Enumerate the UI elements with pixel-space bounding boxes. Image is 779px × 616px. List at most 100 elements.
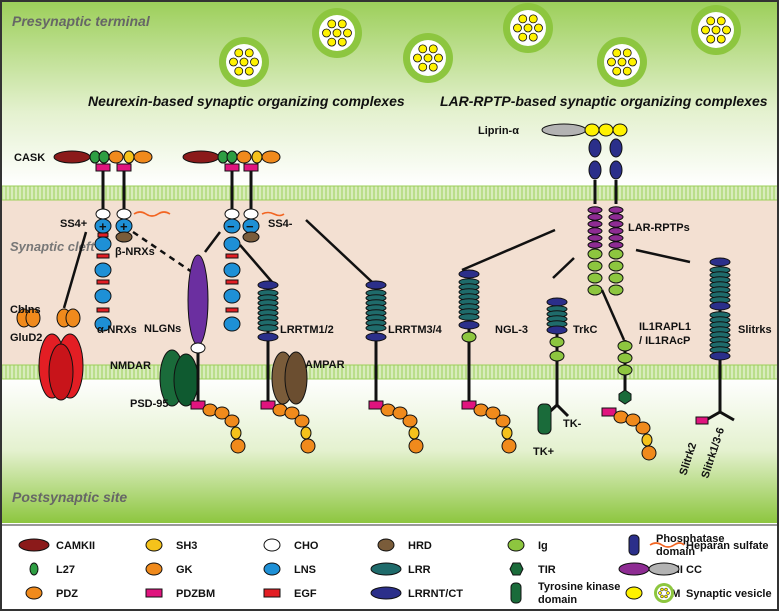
connector-line xyxy=(239,244,273,283)
phosphatase-domain xyxy=(588,138,602,158)
legend-swatch xyxy=(664,594,668,599)
cho-domain xyxy=(190,342,206,354)
l27-domain xyxy=(98,150,110,164)
legend-swatch xyxy=(145,562,163,576)
sam-domain xyxy=(598,123,614,137)
legend-item: PDZ xyxy=(25,586,78,600)
l27-domain xyxy=(226,150,238,164)
egf-domain xyxy=(225,279,239,285)
vesicle-dot xyxy=(628,57,637,67)
vesicle-dot xyxy=(413,53,422,63)
lrrct-domain xyxy=(709,351,731,361)
lrrtm12-label: LRRTM1/2 xyxy=(280,324,334,336)
vesicle-dot xyxy=(434,53,443,63)
pdz-domain xyxy=(284,406,300,420)
legend-item: Ig xyxy=(507,538,548,552)
fn3-domain xyxy=(608,241,624,249)
pdz-domain xyxy=(214,406,230,420)
vesicle-dot xyxy=(343,28,352,38)
connector-line xyxy=(552,257,575,279)
cblns-label: Cblns xyxy=(10,304,41,316)
vesicle-dot xyxy=(523,23,533,33)
lns-domain xyxy=(223,236,241,252)
sh3-domain xyxy=(123,150,135,164)
ig-domain xyxy=(587,260,603,272)
minus-sign: − xyxy=(227,219,235,234)
ampar-label: AMPAR xyxy=(305,359,345,371)
fn3-domain xyxy=(608,220,624,228)
legend-item: TIR xyxy=(509,562,556,576)
vesicle-dot xyxy=(428,62,438,72)
egf-domain xyxy=(225,307,239,313)
ig-domain xyxy=(587,248,603,260)
vesicle-dot xyxy=(234,48,244,58)
vesicle-dot xyxy=(423,53,433,63)
lns-domain xyxy=(94,288,112,304)
sam-domain xyxy=(584,123,600,137)
legend-item: CHO xyxy=(263,538,319,552)
vesicle-dot xyxy=(706,16,716,26)
plus-sign: + xyxy=(120,219,128,234)
vesicle-dot xyxy=(322,28,331,38)
pdz-domain xyxy=(635,421,651,435)
gk-domain xyxy=(261,150,281,164)
legend-swatch xyxy=(25,586,43,600)
vesicle-dot xyxy=(337,37,347,47)
vesicle-dot xyxy=(327,37,337,47)
lns-domain xyxy=(223,262,241,278)
lrr-domain xyxy=(458,313,480,321)
legend-label: HRD xyxy=(408,540,432,552)
fn3-domain xyxy=(608,234,624,242)
fn3-domain xyxy=(608,213,624,221)
vesicle-dot xyxy=(234,66,244,76)
gk-domain xyxy=(641,445,657,461)
sh3-domain xyxy=(230,426,242,440)
lrrct-domain xyxy=(546,325,568,335)
sh3-domain xyxy=(408,426,420,440)
cho-domain xyxy=(116,208,132,220)
camkii xyxy=(182,150,220,164)
egf-domain xyxy=(225,253,239,259)
connector-line xyxy=(635,248,691,264)
tir-domain xyxy=(618,389,632,405)
legend-swatch xyxy=(18,538,50,552)
pdz-domain xyxy=(294,414,310,428)
vesicles xyxy=(219,3,741,87)
nlgns-label: NLGNs xyxy=(144,323,181,335)
vesicle-dot xyxy=(711,25,721,35)
legend-swatch xyxy=(510,582,522,604)
pdz-domain xyxy=(108,150,124,164)
ss4minus-label: SS4- xyxy=(268,218,293,230)
pdzbm xyxy=(190,400,206,410)
vesicle-dot xyxy=(327,19,337,29)
legend-item: GK xyxy=(145,562,193,576)
ig-domain xyxy=(617,352,633,364)
sh3-domain xyxy=(501,426,513,440)
vesicle-dot xyxy=(332,28,342,38)
molecules: ++−− xyxy=(16,123,735,461)
vesicle-dot xyxy=(244,66,254,76)
legend-swatch xyxy=(263,538,281,552)
sam-domain xyxy=(612,123,628,137)
camkii xyxy=(53,150,91,164)
fn3-domain xyxy=(587,220,603,228)
legend-swatch xyxy=(509,562,524,576)
vesicle-dot xyxy=(701,25,710,35)
legend-label: LRR xyxy=(408,564,431,576)
pdzbm xyxy=(95,163,111,172)
connector-line xyxy=(132,230,193,274)
nmdar-subunit xyxy=(173,353,199,407)
lrr-domain xyxy=(257,324,279,332)
pdz-domain xyxy=(224,414,240,428)
pdzbm xyxy=(368,400,384,410)
legend-swatch xyxy=(507,538,525,552)
phosphatase-domain xyxy=(609,138,623,158)
connector-line xyxy=(62,231,88,309)
fn3-domain xyxy=(587,227,603,235)
vesicle-dot xyxy=(528,32,538,42)
legend-item: EGF xyxy=(263,588,317,600)
pdzbm xyxy=(243,163,259,172)
legend-swatch xyxy=(660,587,664,592)
vesicle-dot xyxy=(528,14,538,24)
